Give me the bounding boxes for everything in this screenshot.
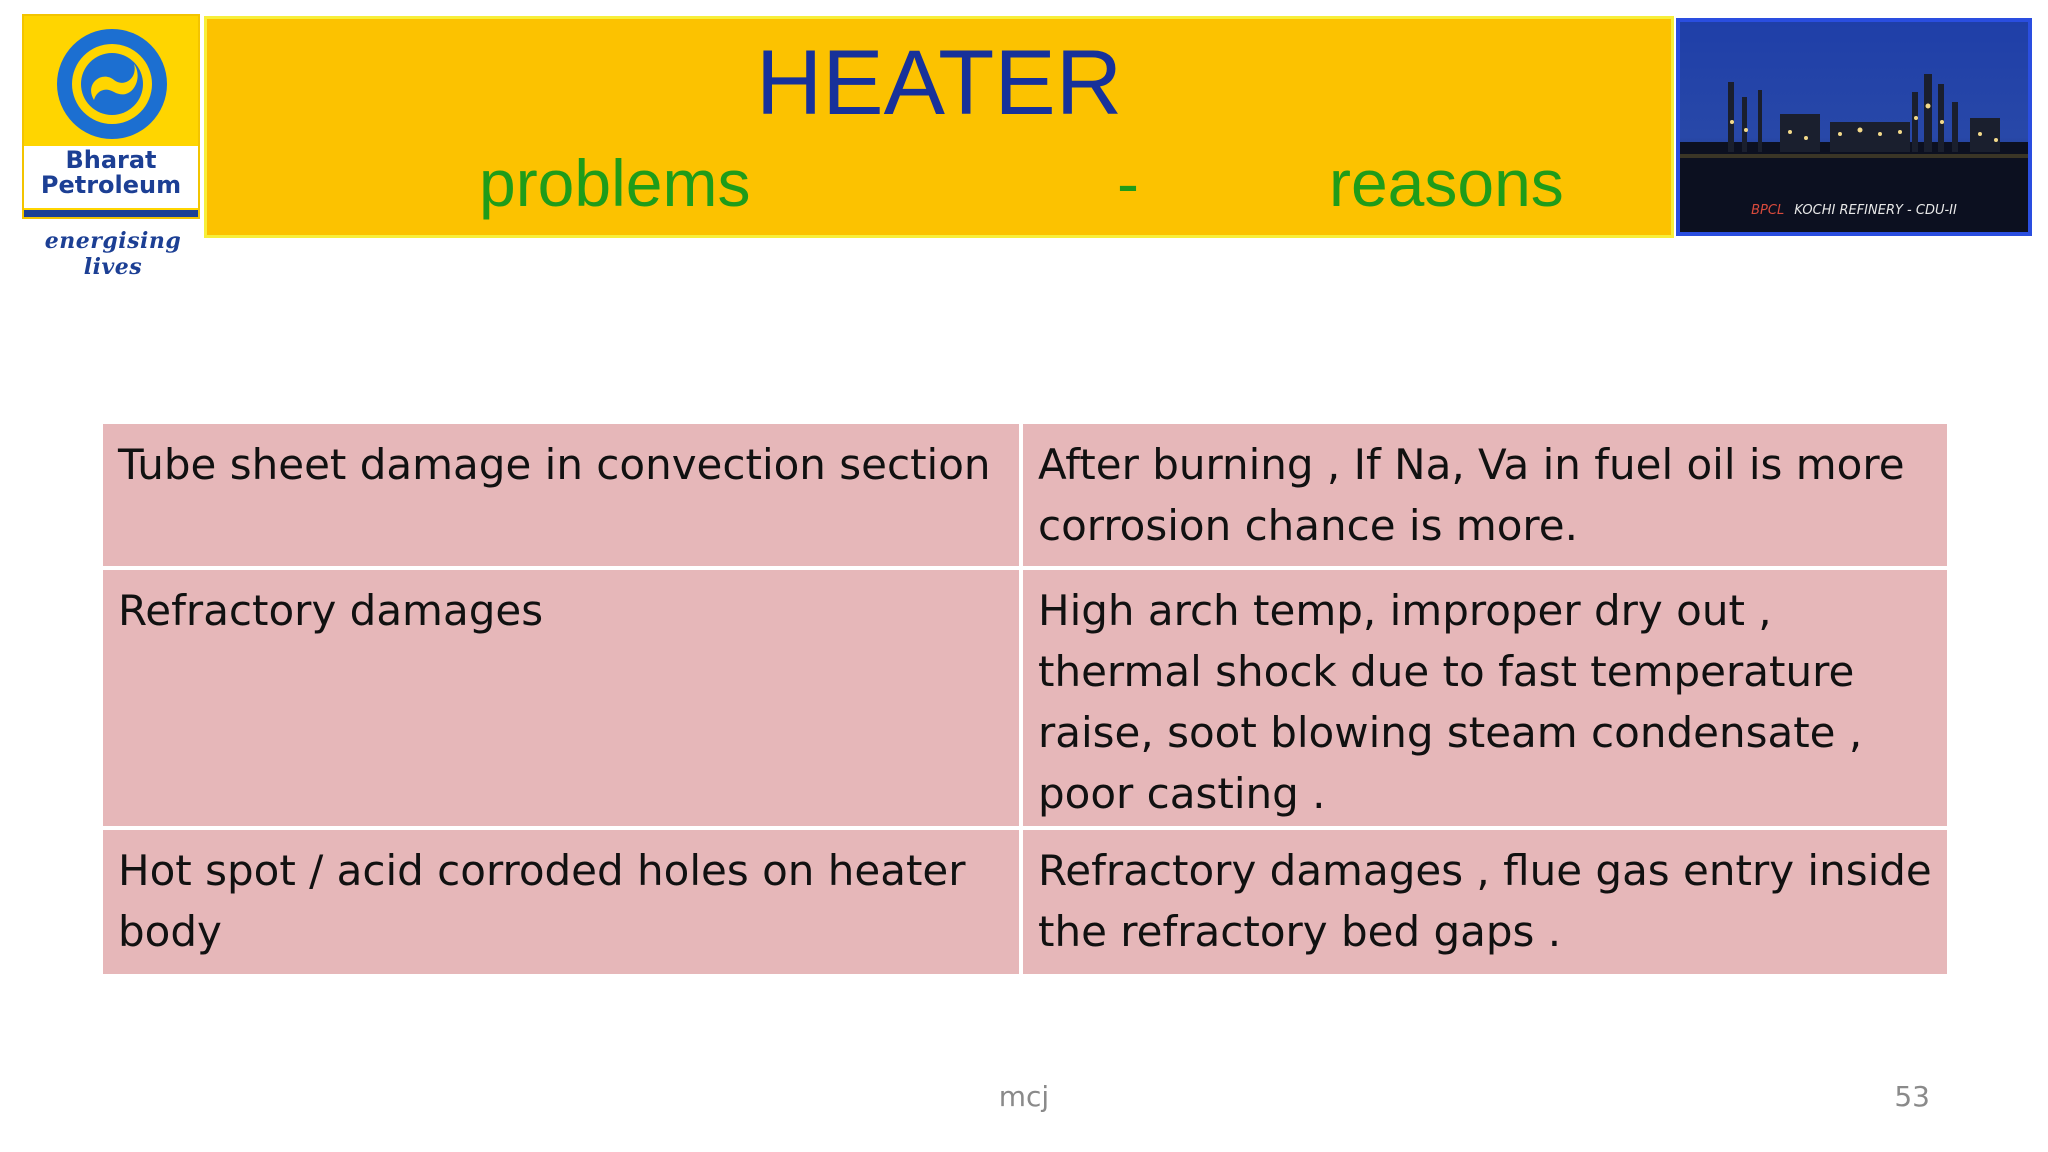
refinery-skyline-image bbox=[1680, 22, 2028, 232]
logo-badge: Bharat Petroleum bbox=[22, 14, 200, 219]
table-row: Refractory damages High arch temp, impro… bbox=[103, 570, 1947, 830]
problems-reasons-table: Tube sheet damage in convection section … bbox=[103, 424, 1947, 974]
problem-cell: Hot spot / acid corroded holes on heater… bbox=[103, 830, 1023, 974]
logo-name-panel bbox=[24, 146, 198, 208]
company-logo: Bharat Petroleum energising lives bbox=[22, 14, 202, 280]
subtitle-problems: problems bbox=[479, 146, 751, 220]
page-number: 53 bbox=[1894, 1080, 1930, 1113]
logo-name-line2: Petroleum bbox=[40, 171, 182, 199]
logo-tagline: energising lives bbox=[44, 228, 182, 280]
problem-cell: Tube sheet damage in convection section bbox=[103, 424, 1023, 566]
reason-cell: After burning , If Na, Va in fuel oil is… bbox=[1038, 440, 1905, 550]
reason-cell: Refractory damages , flue gas entry insi… bbox=[1038, 846, 1932, 956]
photo-caption: BPCL KOCHI REFINERY - CDU-II bbox=[1680, 203, 2028, 218]
refinery-photo: BPCL KOCHI REFINERY - CDU-II bbox=[1676, 18, 2032, 236]
slide-title: HEATER bbox=[755, 32, 1123, 134]
logo-bar bbox=[24, 210, 198, 217]
bpcl-emblem-icon bbox=[57, 29, 167, 139]
subtitle-reasons: reasons bbox=[1329, 146, 1564, 220]
photo-caption-brand: BPCL bbox=[1751, 203, 1785, 218]
table-row: Hot spot / acid corroded holes on heater… bbox=[103, 830, 1947, 974]
table-row: Tube sheet damage in convection section … bbox=[103, 424, 1947, 570]
logo-name-line1: Bharat bbox=[65, 146, 157, 174]
subtitle-separator: - bbox=[1117, 146, 1139, 220]
problem-cell: Refractory damages bbox=[103, 570, 1023, 826]
reason-cell: High arch temp, improper dry out , therm… bbox=[1038, 586, 1863, 818]
footer-author: mcj bbox=[998, 1080, 1050, 1113]
title-banner: HEATER problems - reasons bbox=[204, 16, 1674, 238]
photo-caption-text: KOCHI REFINERY - CDU-II bbox=[1794, 203, 1957, 218]
